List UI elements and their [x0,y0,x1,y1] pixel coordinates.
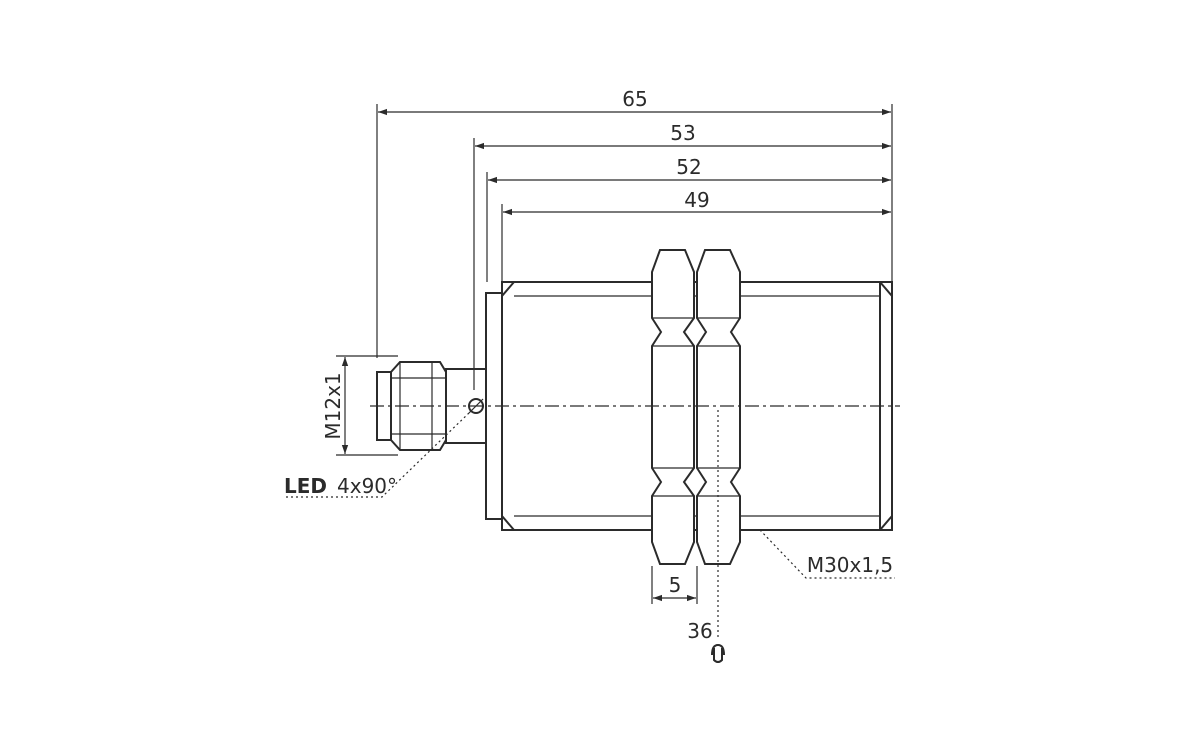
body-thread-callout: M30x1,5 [759,529,895,579]
body-thread-label: M30x1,5 [807,553,893,577]
extension-lines [376,104,893,390]
dimension-m12: M12x1 [321,355,398,456]
led-callout: LED 4x90° [284,411,471,498]
dimension-wrench-size-label: 36 [687,619,712,643]
dimension-m12-label: M12x1 [321,372,345,439]
wrench-icon [711,643,725,663]
dimension-nut-width: 5 [651,566,698,604]
dimension-52-label: 52 [676,155,701,179]
dimension-53-label: 53 [670,121,695,145]
dimension-65: 65 [378,87,891,116]
lock-nut-2 [696,249,741,565]
dimension-nut-width-label: 5 [669,573,682,597]
m12-connector [376,361,447,451]
dimension-49-label: 49 [684,188,709,212]
dimension-65-label: 65 [622,87,647,111]
lock-nut-1 [651,249,695,565]
led-label: LED [284,474,327,498]
dimension-52: 52 [488,155,891,184]
dimension-49: 49 [503,188,891,216]
svg-text:LED 4x90°: LED 4x90° [284,474,397,498]
dimension-wrench-size: 36 [687,410,725,663]
led-angle-label: 4x90° [337,474,397,498]
led-indicator [468,398,484,414]
dimension-53: 53 [475,121,891,150]
